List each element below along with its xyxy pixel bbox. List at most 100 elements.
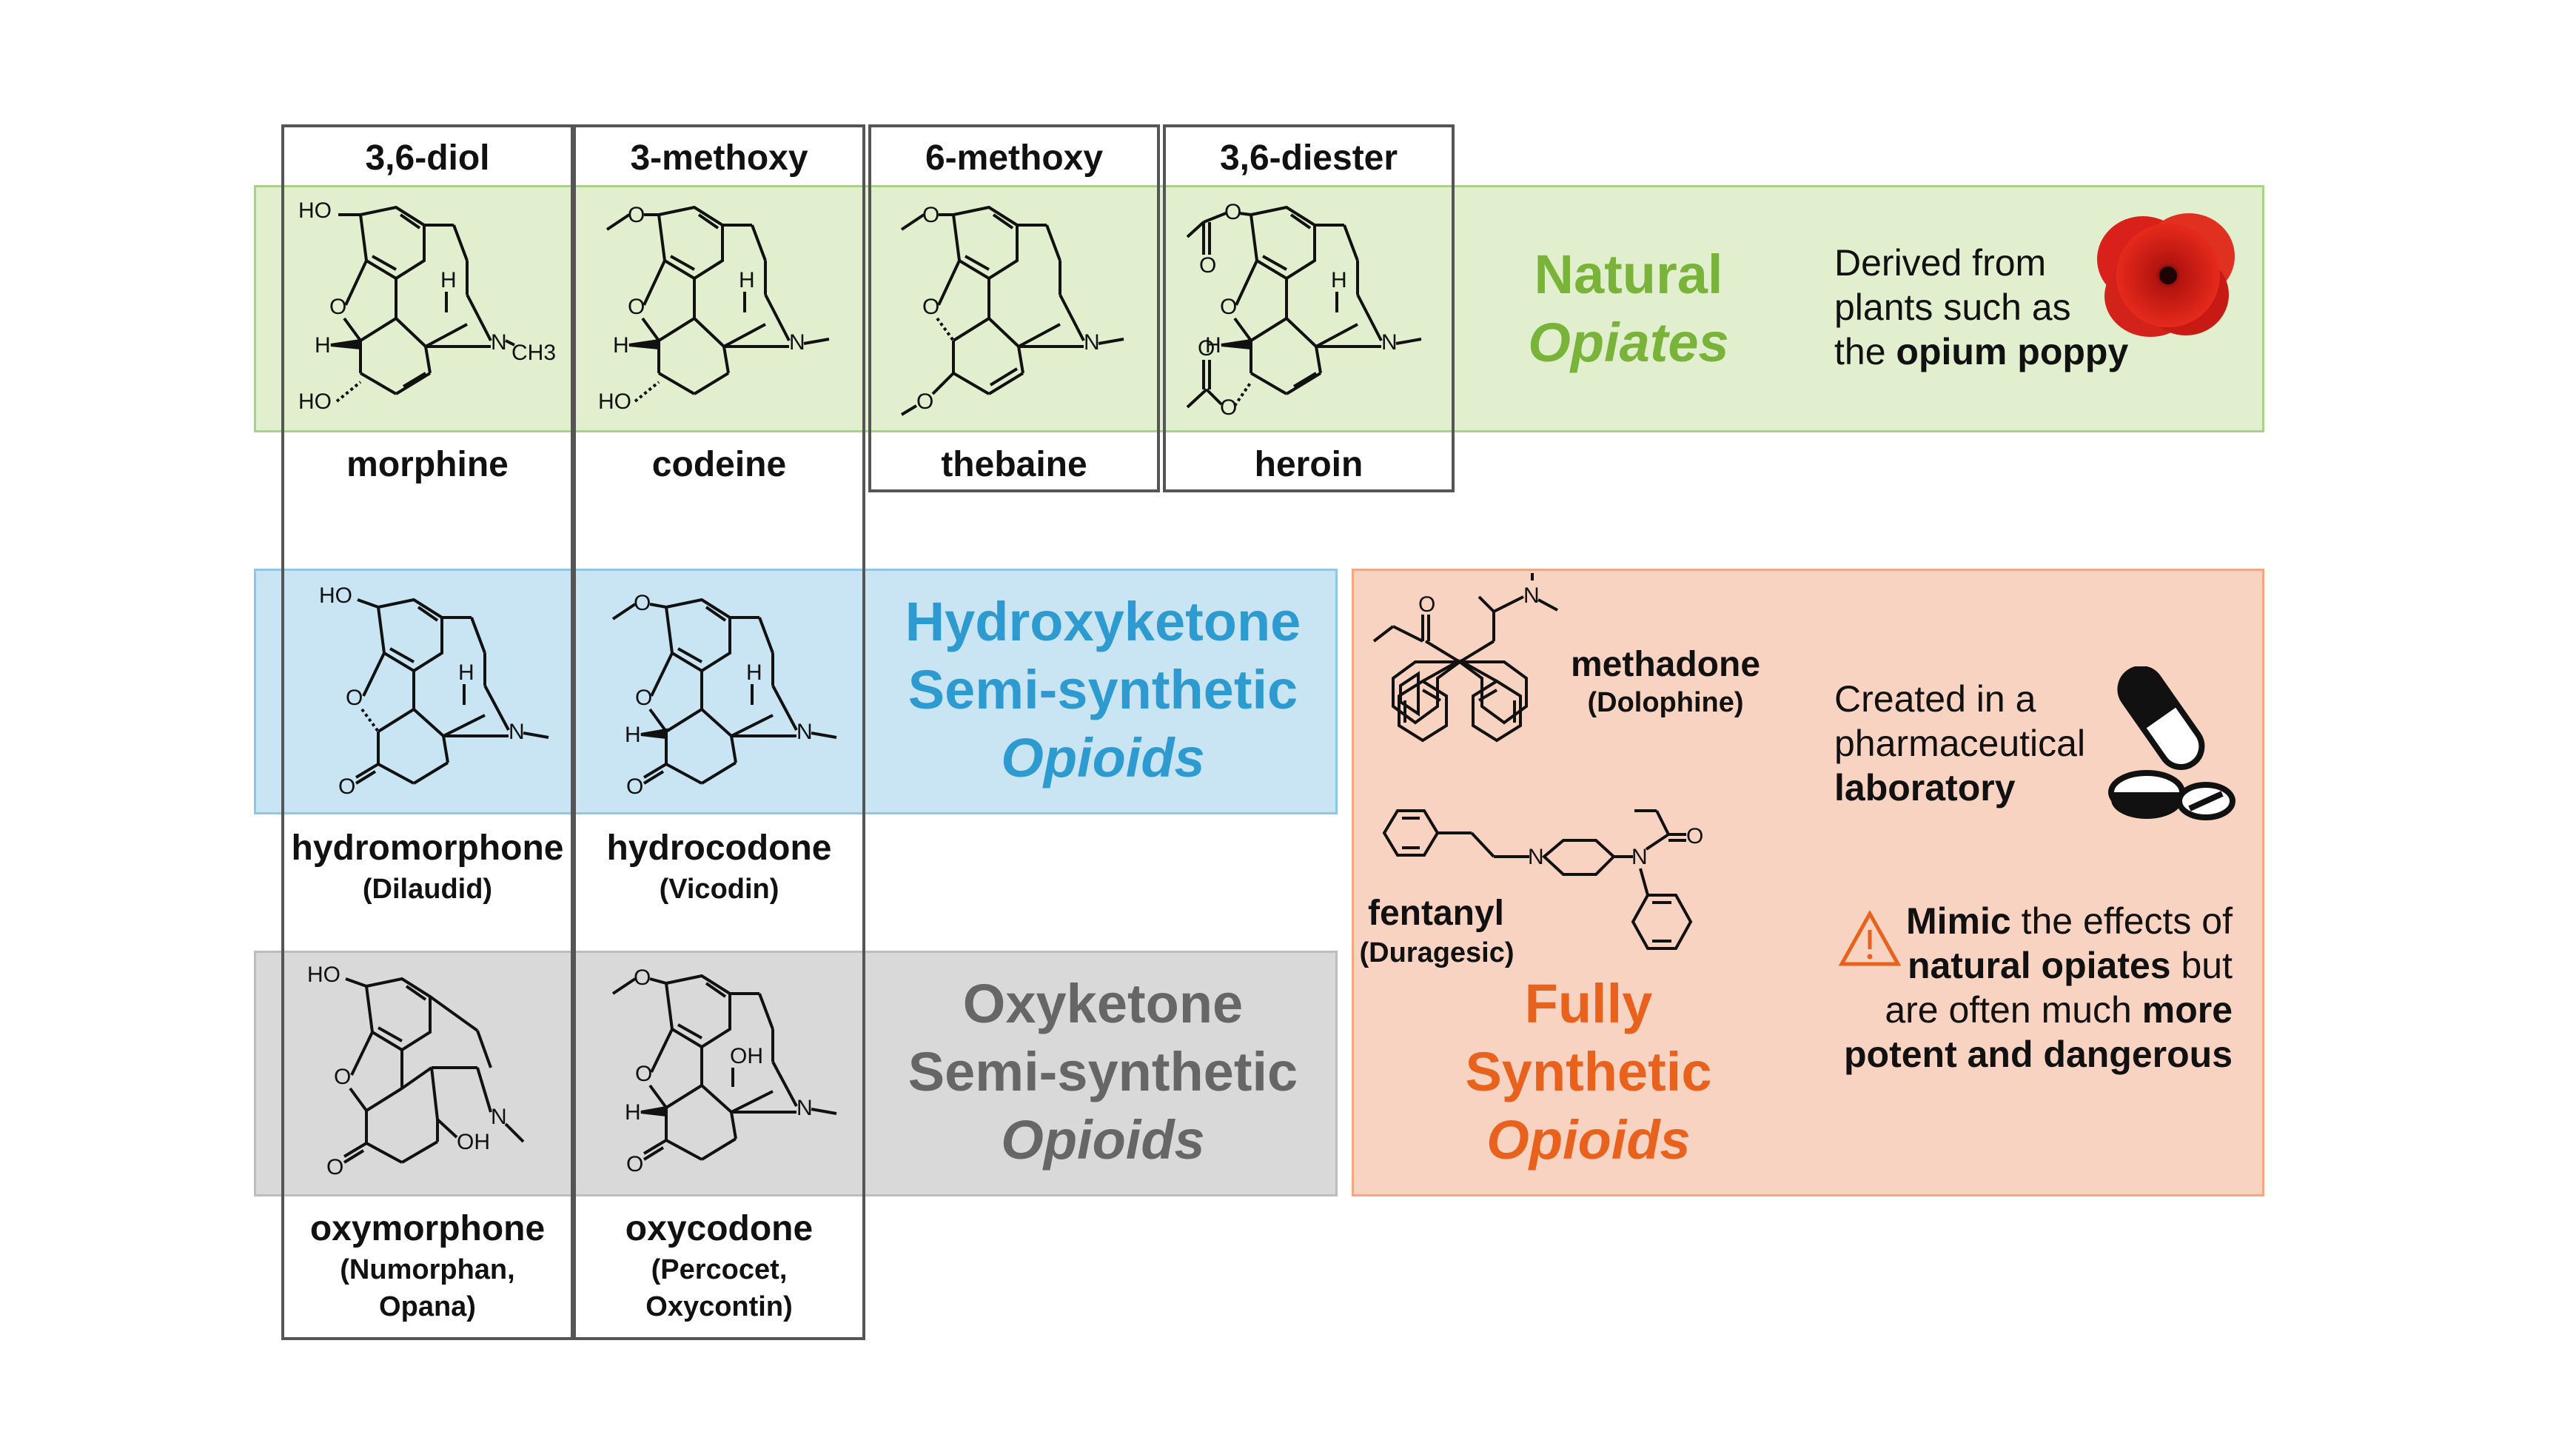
natural-opiates-title: Natural Opiates bbox=[1488, 241, 1769, 377]
column-box-3-methoxy bbox=[573, 124, 865, 1340]
svg-text:O: O bbox=[922, 295, 939, 319]
title-line: Hydroxyketone bbox=[905, 591, 1301, 652]
title-line: Natural bbox=[1534, 244, 1723, 305]
brand-name-duragesic: (Duragesic) bbox=[1359, 937, 1515, 968]
compound-name-thebaine: thebaine bbox=[941, 445, 1087, 484]
svg-text:N: N bbox=[491, 1105, 507, 1129]
svg-text:O: O bbox=[1418, 592, 1435, 617]
created-description: Created in a pharmaceutical laboratory bbox=[1834, 677, 2101, 810]
hydroxyketone-title: Hydroxyketone Semi-synthetic Opioids bbox=[881, 588, 1325, 792]
column-header: 3-methoxy bbox=[630, 138, 808, 178]
column-header: 6-methoxy bbox=[925, 138, 1104, 178]
desc-line: Created in a bbox=[1834, 678, 2036, 720]
title-line: Opioids bbox=[1001, 1109, 1205, 1171]
title-line: Fully bbox=[1524, 973, 1653, 1034]
svg-text:H: H bbox=[315, 333, 331, 358]
desc-line: Derived from bbox=[1834, 242, 2047, 284]
column-box-3-6-diol bbox=[281, 124, 574, 1340]
fully-synthetic-band bbox=[1352, 569, 2264, 1196]
heroin-structure: O O O H N H O O bbox=[1186, 200, 1422, 420]
poppy-flower-icon bbox=[2097, 213, 2235, 337]
compound-name-oxycodone: oxycodone bbox=[625, 1209, 814, 1248]
oxycodone-structure: O O H N OH O bbox=[611, 965, 837, 1176]
svg-text:O: O bbox=[326, 1155, 343, 1179]
compound-name-oxymorphone: oxymorphone bbox=[309, 1209, 546, 1248]
brand-name-dolophine: (Dolophine) bbox=[1587, 687, 1744, 718]
desc-line: plants such as bbox=[1834, 287, 2071, 328]
compound-name-fentanyl: fentanyl bbox=[1367, 894, 1505, 933]
brand-name-numorphan: (Numorphan, Opana) bbox=[281, 1251, 574, 1325]
svg-text:O: O bbox=[635, 686, 652, 710]
svg-text:N: N bbox=[789, 330, 805, 355]
warn-line: are often much more bbox=[1885, 989, 2233, 1031]
svg-text:N: N bbox=[1523, 583, 1540, 608]
svg-text:N: N bbox=[1631, 845, 1648, 869]
column-box-3-6-diester bbox=[1163, 124, 1455, 492]
natural-opiates-band bbox=[254, 185, 2264, 432]
svg-text:N: N bbox=[796, 1096, 813, 1120]
svg-text:H: H bbox=[613, 333, 629, 358]
svg-text:N: N bbox=[1084, 330, 1100, 355]
svg-text:O: O bbox=[626, 774, 643, 799]
brand-line: (Numorphan, bbox=[340, 1254, 515, 1285]
svg-text:HO: HO bbox=[298, 389, 332, 414]
brand-name-percocet: (Percocet, Oxycontin) bbox=[573, 1251, 865, 1325]
fentanyl-structure: N N O bbox=[1382, 809, 1703, 950]
brand-line: Opana) bbox=[379, 1291, 476, 1322]
svg-text:O: O bbox=[626, 1152, 643, 1176]
compound-name-heroin: heroin bbox=[1254, 445, 1364, 484]
warning-triangle-icon bbox=[1839, 911, 1901, 966]
svg-text:N: N bbox=[1381, 330, 1398, 355]
svg-text:O: O bbox=[635, 1062, 652, 1086]
svg-text:H: H bbox=[739, 268, 755, 292]
brand-line: Oxycontin) bbox=[645, 1291, 793, 1322]
title-line: Semi-synthetic bbox=[908, 1041, 1298, 1102]
svg-text:H: H bbox=[625, 1100, 641, 1125]
brand-name-vicodin: (Vicodin) bbox=[659, 874, 779, 905]
svg-text:O: O bbox=[634, 591, 651, 615]
svg-text:O: O bbox=[346, 686, 363, 710]
title-line: Semi-synthetic bbox=[908, 659, 1298, 720]
oxyketone-band bbox=[254, 951, 1338, 1196]
natural-description: Derived from plants such as the opium po… bbox=[1834, 241, 2160, 374]
warning-description: Mimic the effects of natural opiates but… bbox=[1836, 899, 2233, 1077]
pill-capsule-icon bbox=[2108, 666, 2235, 820]
title-line: Opiates bbox=[1528, 312, 1729, 373]
svg-text:HO: HO bbox=[598, 389, 631, 414]
svg-text:O: O bbox=[1686, 824, 1703, 848]
svg-text:H: H bbox=[746, 660, 762, 685]
hydrocodone-structure: O O H N H O bbox=[611, 591, 837, 799]
svg-text:CH3: CH3 bbox=[511, 341, 556, 365]
svg-text:H: H bbox=[1331, 268, 1347, 292]
compound-name-codeine: codeine bbox=[651, 445, 787, 484]
hydroxyketone-band bbox=[254, 569, 1338, 814]
svg-text:N: N bbox=[796, 720, 813, 744]
svg-text:HO: HO bbox=[298, 198, 332, 223]
svg-text:O: O bbox=[1224, 200, 1241, 224]
svg-text:HO: HO bbox=[319, 583, 352, 608]
compound-name-morphine: morphine bbox=[346, 445, 509, 484]
svg-text:O: O bbox=[628, 295, 645, 319]
oxyketone-title: Oxyketone Semi-synthetic Opioids bbox=[881, 970, 1325, 1174]
column-box-6-methoxy bbox=[868, 124, 1160, 492]
svg-text:O: O bbox=[334, 1065, 351, 1089]
title-line: Opioids bbox=[1486, 1109, 1691, 1171]
svg-text:O: O bbox=[634, 965, 651, 990]
warn-line: Mimic the effects of bbox=[1906, 900, 2233, 942]
svg-text:OH: OH bbox=[457, 1130, 490, 1154]
compound-name-hydromorphone: hydromorphone bbox=[291, 829, 564, 868]
fully-synthetic-title: Fully Synthetic Opioids bbox=[1440, 970, 1737, 1174]
title-line: Synthetic bbox=[1465, 1041, 1712, 1102]
svg-text:OH: OH bbox=[730, 1044, 763, 1068]
svg-text:O: O bbox=[916, 389, 933, 414]
thebaine-structure: O O N O bbox=[900, 203, 1124, 416]
hydromorphone-structure: HO O N H O bbox=[319, 583, 549, 799]
svg-text:H: H bbox=[1205, 333, 1221, 358]
svg-text:O: O bbox=[1220, 395, 1237, 420]
column-header: 3,6-diol bbox=[365, 138, 490, 178]
compound-name-hydrocodone: hydrocodone bbox=[606, 829, 832, 868]
svg-text:O: O bbox=[922, 203, 939, 227]
desc-line: pharmaceutical bbox=[1834, 723, 2086, 764]
svg-text:O: O bbox=[338, 774, 355, 799]
oxymorphone-structure: HO O N OH O bbox=[307, 963, 525, 1179]
